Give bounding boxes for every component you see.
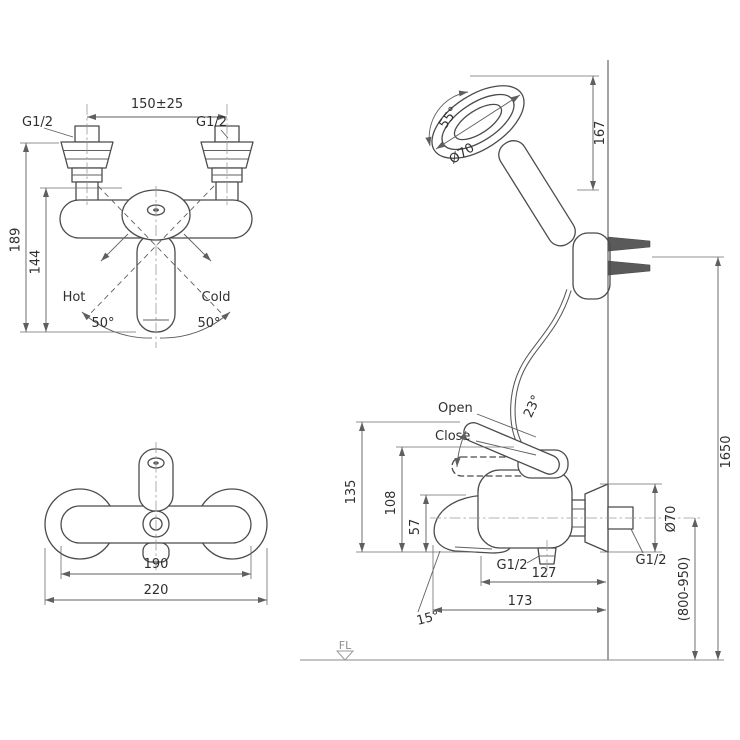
dim-escutcheon-diameter: Ø70 [600,483,679,553]
head-length-label: 167 [593,121,608,146]
dim-lever-height-label: 135 [344,480,359,505]
dim-overall-height-label: 189 [9,228,24,253]
spout-angle-annotation: 15° [415,550,441,629]
dim-spout-height: 57 [408,494,466,552]
dim-cap-height: 108 [384,446,514,552]
lever-swing-lines [85,185,227,319]
thread-label-left: G1/2 [22,115,74,138]
dim-outlet-to-wall-label: 127 [532,566,557,581]
thread-right-label: G1/2 [196,115,227,130]
cold-direction-arrow [183,233,212,262]
holder-pin-bottom [607,260,651,276]
dim-body-height-label: 144 [29,250,44,275]
dim-holder-height-label: 1650 [719,435,734,468]
dim-spout-height-label: 57 [408,519,423,536]
dim-body-height: 144 [29,187,122,332]
dim-spout-tip-to-wall: 173 [432,545,606,614]
body-side [477,469,573,549]
supply-thread-label: G1/2 [630,528,667,568]
dim-body-width-label: 190 [144,557,169,572]
dim-mount-spacing-label: 150±25 [131,97,183,112]
floor-level: FL [300,639,724,661]
escutcheon-diameter-label: Ø70 [664,506,679,533]
dim-overall-width-label: 220 [144,583,169,598]
thread-left-label: G1/2 [22,115,53,130]
swing-arc-right [159,311,231,339]
holder-pin-top [607,236,651,252]
floor-label: FL [339,639,352,652]
dim-cap-height-label: 108 [384,491,399,516]
open-label: Open [438,401,473,416]
hot-label: Hot [63,290,86,305]
swing-angle-right-label: 50° [197,316,220,331]
hose-outlet-thread-label: G1/2 [497,555,540,573]
floor-level-symbol [335,650,355,661]
dim-overall-width: 220 [44,548,268,605]
dim-overall-height: 189 [9,142,136,333]
close-label: Close [435,429,470,444]
dim-holder-height: 1650 [652,256,734,660]
side-view [433,422,634,576]
dim-spout-tip-to-wall-label: 173 [508,594,533,609]
lever-angle-annotation: Open Close 23° [435,393,544,468]
plan-view [44,442,268,570]
front-view [59,104,254,348]
hot-direction-arrow [100,233,129,262]
dim-outlet-to-wall: 127 [480,556,606,586]
shower-handle [498,140,576,247]
shower-holder [572,232,611,300]
spout-angle-label: 15° [415,608,441,628]
lever-open-position [463,422,560,475]
lever-angle-label: 23° [521,393,544,420]
dim-mixer-height-range: (800-950) [677,518,698,660]
dim-body-width: 190 [60,546,252,579]
dim-mount-spacing: 150±25 [87,97,227,120]
dim-head-length: 167 [470,75,608,191]
dim-lever-height: 135 [344,421,476,553]
dim-mixer-height-range-label: (800-950) [677,557,692,621]
supply-thread-text: G1/2 [636,553,667,568]
swing-angle-left-label: 50° [91,316,114,331]
thread-label-right: G1/2 [196,115,229,139]
hose-outlet-thread-text: G1/2 [497,558,528,573]
cold-label: Cold [202,290,231,305]
